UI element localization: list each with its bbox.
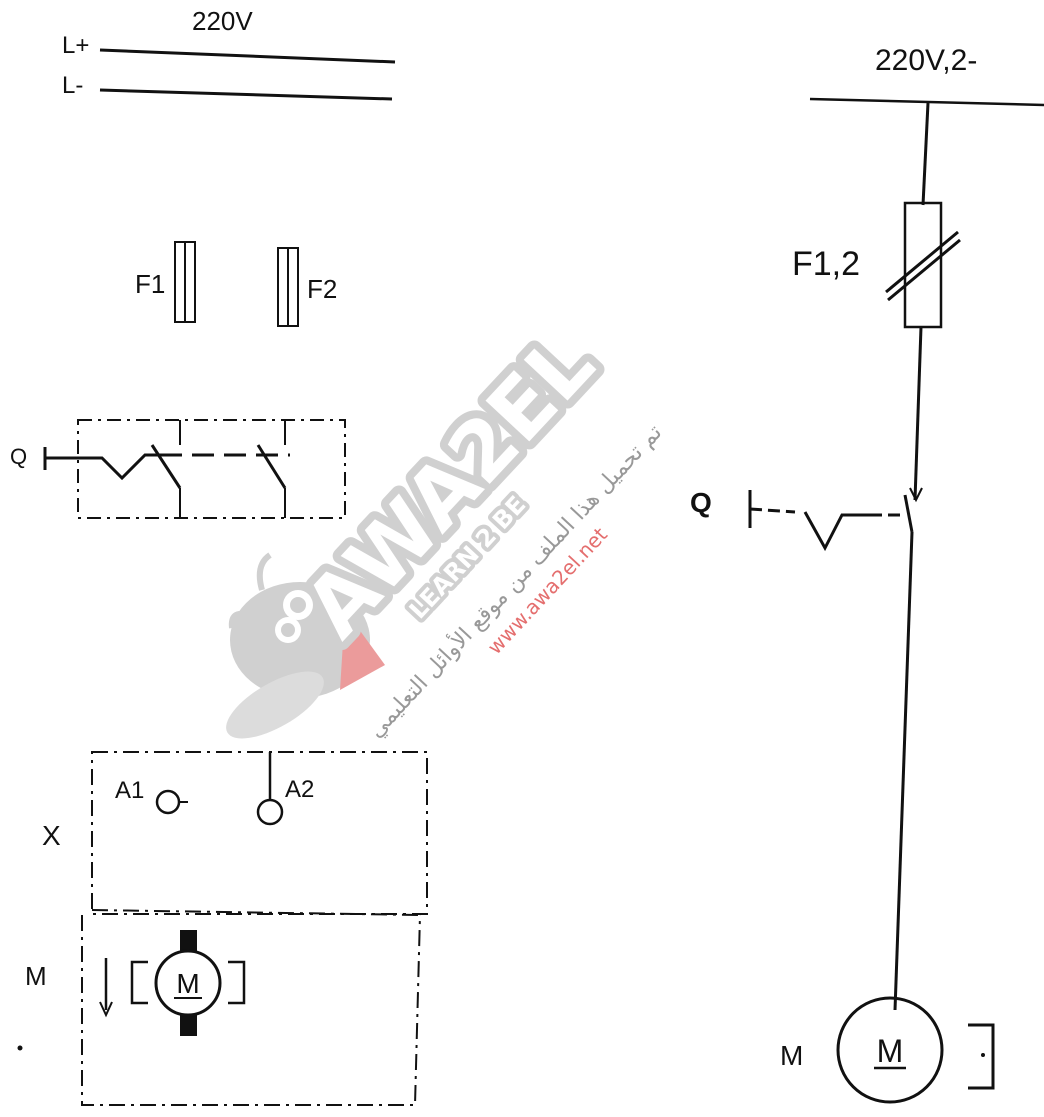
left-rail-positive-label: L+ bbox=[62, 32, 89, 59]
watermark-mascot-wing bbox=[226, 671, 324, 739]
right-supply-label: 220V,2- bbox=[875, 44, 977, 77]
right-switch-q bbox=[748, 487, 923, 552]
watermark-mascot-antenna bbox=[256, 552, 272, 591]
right-motor-symbol: M bbox=[877, 1033, 904, 1069]
left-rail-positive bbox=[99, 48, 396, 64]
left-rail-negative bbox=[99, 88, 393, 101]
left-fuse-2 bbox=[277, 247, 299, 327]
watermark-mascot-beak bbox=[340, 610, 385, 690]
left-terminal-a2 bbox=[256, 798, 284, 826]
left-rail-negative-label: L- bbox=[62, 72, 83, 99]
left-motor-circle bbox=[154, 949, 222, 1017]
left-diagram: 220V L+ L- F1 F2 Q bbox=[10, 6, 428, 1106]
left-motor-symbol: M bbox=[176, 968, 199, 999]
left-supply-voltage: 220V bbox=[192, 6, 253, 36]
right-supply-line bbox=[809, 97, 1044, 107]
left-fuse-2-label: F2 bbox=[307, 274, 337, 304]
left-terminal-block-label: X bbox=[42, 820, 61, 851]
left-fuse-1-label: F1 bbox=[135, 269, 165, 299]
right-diagram: 220V,2- F1,2 Q M M bbox=[690, 44, 1044, 1104]
left-terminal-block bbox=[91, 751, 428, 916]
left-motor-label: M bbox=[25, 961, 47, 991]
right-fuse bbox=[885, 201, 961, 329]
left-fuse-1 bbox=[174, 241, 196, 323]
left-terminal-a1-label: A1 bbox=[115, 777, 144, 804]
watermark: AWA2EL AWA2EL LEARN 2 BE LEARN 2 BE تم ت… bbox=[226, 309, 667, 743]
left-motor-section bbox=[81, 914, 421, 1106]
right-switch-label: Q bbox=[690, 487, 712, 518]
right-fuse-label: F1,2 bbox=[792, 245, 860, 283]
left-switch-label: Q bbox=[10, 444, 27, 469]
right-motor-label: M bbox=[780, 1040, 803, 1071]
right-motor-bracket bbox=[968, 1023, 995, 1090]
left-terminal-a2-label: A2 bbox=[285, 776, 314, 803]
watermark-mascot-head bbox=[230, 582, 370, 698]
left-terminal-a1 bbox=[155, 789, 181, 815]
watermark-brand: AWA2EL bbox=[287, 317, 612, 656]
left-switch-q bbox=[43, 419, 346, 519]
right-motor-circle bbox=[836, 996, 944, 1104]
